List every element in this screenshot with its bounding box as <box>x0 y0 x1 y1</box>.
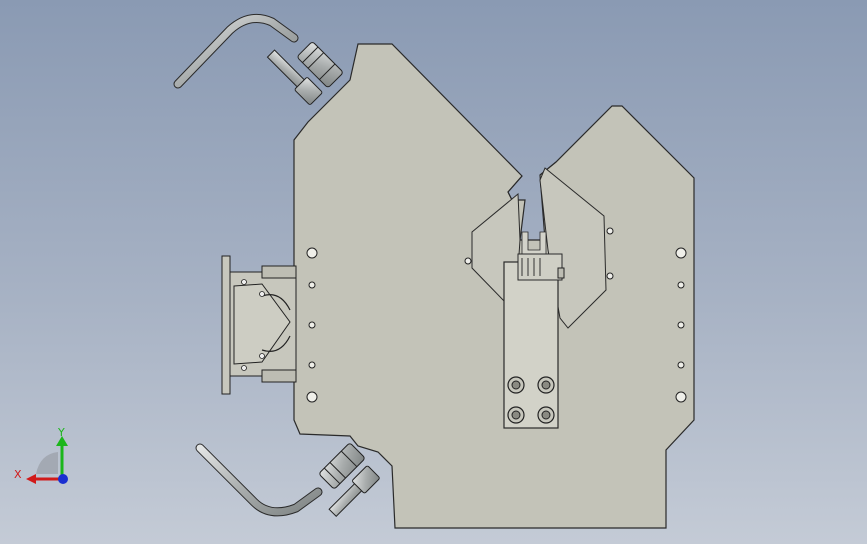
bottom-cable[interactable] <box>195 443 380 519</box>
right-jaw-hole-bottom <box>606 272 614 280</box>
axis-triad: X Y <box>14 426 68 484</box>
right-jaw-hole-top <box>606 227 614 235</box>
y-axis-label: Y <box>57 426 65 439</box>
center-block[interactable] <box>503 253 565 429</box>
block-bolt-3 <box>507 406 525 424</box>
x-axis-arrowhead <box>26 474 36 484</box>
triad-plane <box>36 452 58 474</box>
block-bolt-4 <box>537 406 555 424</box>
y-axis-arrowhead <box>56 436 68 446</box>
plate-holes-right <box>675 247 687 403</box>
plate-holes-left <box>306 247 318 403</box>
left-jaw-hole <box>464 257 472 265</box>
top-cable[interactable] <box>173 13 343 105</box>
block-bolt-2 <box>537 376 555 394</box>
z-axis-dot <box>58 474 68 484</box>
block-bolt-1 <box>507 376 525 394</box>
left-mount-bracket[interactable] <box>221 255 297 395</box>
x-axis-label: X <box>14 468 22 481</box>
